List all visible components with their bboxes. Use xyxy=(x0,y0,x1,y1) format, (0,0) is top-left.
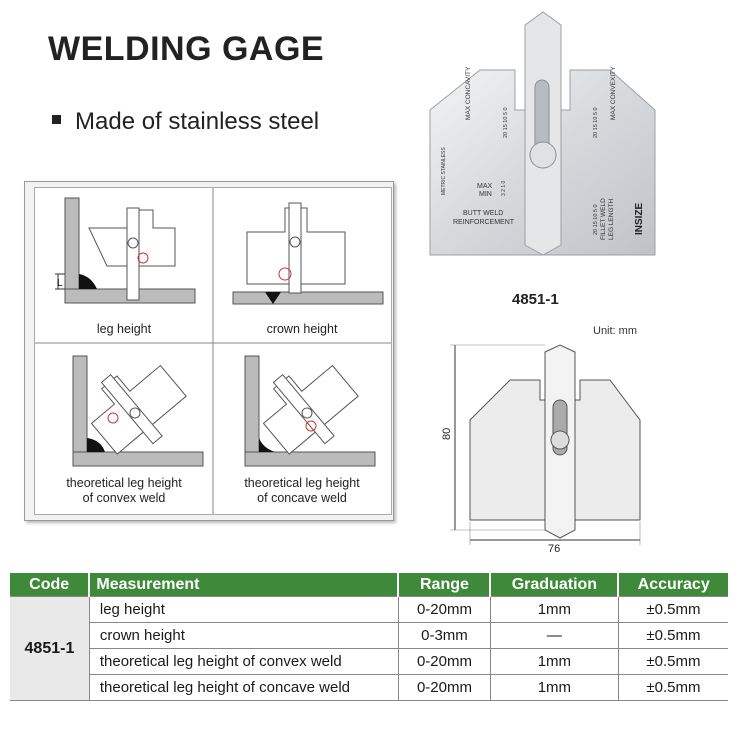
leg-letter: L xyxy=(57,278,63,289)
header-graduation: Graduation xyxy=(490,573,620,597)
header-measurement: Measurement xyxy=(89,573,400,597)
graduation-cell: — xyxy=(489,622,619,649)
label-min: MIN xyxy=(479,191,492,198)
dim-width: 76 xyxy=(548,543,560,555)
header-code: Code xyxy=(10,573,91,597)
diagram-crown-height xyxy=(232,202,384,305)
feature-item: Made of stainless steel xyxy=(52,108,319,136)
caption-concave-line2: of concave weld xyxy=(257,491,347,505)
feature-text: Made of stainless steel xyxy=(75,108,320,135)
diagram-convex-weld xyxy=(72,355,204,467)
scale-lower: 20 15 10 5 0 xyxy=(593,204,599,235)
accuracy-cell: ±0.5mm xyxy=(617,648,728,675)
usage-diagram-grid: L leg height crown height theoretical le… xyxy=(34,187,392,515)
small-scale: 3 2 1 0 xyxy=(501,180,507,196)
scale-left: 20 15 10 5 0 xyxy=(503,107,509,138)
dimension-drawing: 80 76 xyxy=(441,344,641,555)
bullet-icon xyxy=(52,115,61,125)
label-butt-weld: BUTT WELD xyxy=(463,210,503,217)
caption-leg-height: leg height xyxy=(96,322,152,336)
graduation-cell: 1mm xyxy=(489,674,619,701)
model-number: 4851-1 xyxy=(512,291,559,308)
brand-logo: INSIZE xyxy=(634,202,645,235)
header-accuracy: Accuracy xyxy=(618,573,728,597)
range-cell: 0-20mm xyxy=(397,674,491,701)
table-row: theoretical leg height of convex weld 0-… xyxy=(10,648,728,675)
table-row: theoretical leg height of concave weld 0… xyxy=(10,674,728,701)
table-row: 4851-1 leg height 0-20mm 1mm ±0.5mm xyxy=(10,596,728,701)
range-cell: 0-20mm xyxy=(397,596,491,623)
label-max-concavity: MAX CONCAVITY xyxy=(465,66,472,120)
range-cell: 0-20mm xyxy=(397,648,491,675)
unit-label: Unit: mm xyxy=(593,325,637,337)
measurement-cell: theoretical leg height of convex weld xyxy=(88,648,399,675)
page-title: WELDING GAGE xyxy=(48,30,325,68)
label-max: MAX xyxy=(477,183,493,190)
accuracy-cell: ±0.5mm xyxy=(617,596,728,623)
label-leg-length: LEG LENGTH xyxy=(608,199,615,240)
label-reinforcement: REINFORCEMENT xyxy=(453,219,515,226)
code-cell: 4851-1 xyxy=(10,596,90,701)
label-fillet-weld: FILLET WELD xyxy=(600,198,607,240)
caption-convex-line2: of convex weld xyxy=(82,491,166,505)
dim-height: 80 xyxy=(441,428,453,440)
diagram-concave-weld xyxy=(244,355,376,467)
usage-diagram-svg: L xyxy=(35,188,391,514)
graduation-cell: 1mm xyxy=(489,596,619,623)
header-range: Range xyxy=(398,573,492,597)
graduation-cell: 1mm xyxy=(489,648,619,675)
product-photo: MAX CONCAVITY MAX CONVEXITY METRIC STAIN… xyxy=(429,11,656,256)
table-row: crown height 0-3mm — ±0.5mm xyxy=(10,622,728,649)
caption-convex-line1: theoretical leg height xyxy=(66,476,182,490)
accuracy-cell: ±0.5mm xyxy=(617,674,728,701)
table-header-row: Code Measurement Range Graduation Accura… xyxy=(10,573,728,597)
diagram-leg-height xyxy=(55,197,196,304)
accuracy-cell: ±0.5mm xyxy=(617,622,728,649)
measurement-cell: leg height xyxy=(88,596,399,623)
measurement-cell: theoretical leg height of concave weld xyxy=(88,674,399,701)
scale-right: 20 15 10 5 0 xyxy=(593,107,599,138)
caption-crown-height: crown height xyxy=(266,322,338,336)
measurement-cell: crown height xyxy=(88,622,399,649)
label-max-convexity: MAX CONVEXITY xyxy=(610,66,617,120)
caption-concave-line1: theoretical leg height xyxy=(244,476,360,490)
label-metric-stainless: METRIC STAINLESS xyxy=(441,147,447,195)
range-cell: 0-3mm xyxy=(397,622,491,649)
spec-table: Code Measurement Range Graduation Accura… xyxy=(10,573,728,701)
